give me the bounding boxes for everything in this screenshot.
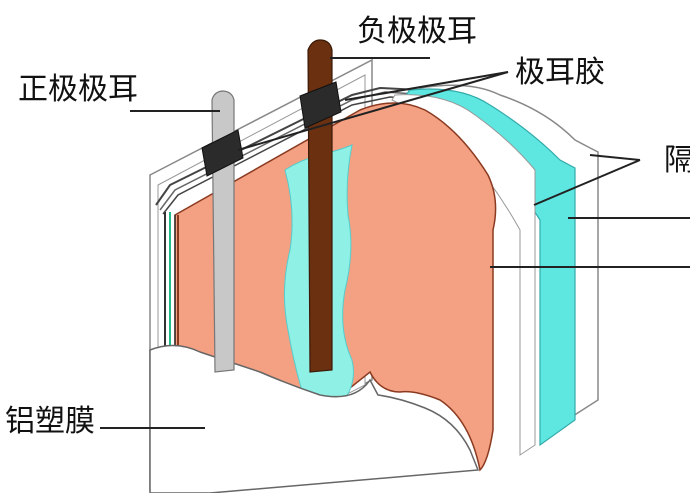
positive-tab-glue — [201, 129, 244, 177]
tab-glue-label: 极耳胶 — [515, 55, 605, 90]
positive-tab-label: 正极极耳 — [18, 72, 138, 107]
negative-tab-glue — [299, 81, 342, 129]
leader-glue-1 — [344, 71, 509, 101]
negative-tab-label: 负极极耳 — [357, 14, 477, 49]
top-layer-lines — [155, 86, 421, 206]
leader-separator-1 — [533, 159, 641, 206]
pouch-front-sheet — [149, 344, 480, 494]
aluminum-film-label: 铝塑膜 — [5, 404, 95, 439]
leader-glue-2 — [237, 71, 509, 151]
separator-partial-label: 隔 — [664, 143, 690, 178]
leader-separator-2 — [589, 154, 641, 161]
